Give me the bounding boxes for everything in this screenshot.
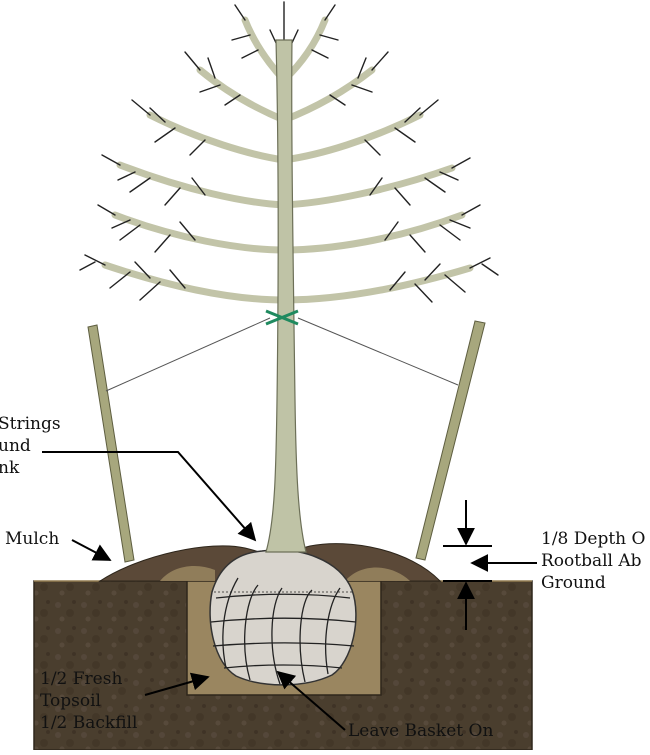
mulch-inner-left <box>160 565 215 581</box>
arrow-topsoil <box>144 672 210 696</box>
arrow-mulch <box>71 539 112 561</box>
stake-right <box>415 320 486 561</box>
guy-string-left <box>105 317 271 392</box>
label-basket: Leave Basket On <box>348 721 494 741</box>
label-depth: 1/8 Depth O Rootball Ab Ground <box>541 529 646 593</box>
depth-indicator <box>443 500 537 630</box>
mulch-inner-right <box>345 567 410 581</box>
trunk-tie-icon <box>265 309 299 326</box>
label-mulch: Mulch <box>5 529 60 549</box>
tree-trunk <box>265 39 307 553</box>
label-topsoil: 1/2 Fresh Topsoil 1/2 Backfill <box>40 669 138 733</box>
label-strings: Strings und nk <box>0 414 61 478</box>
stake-left <box>87 324 135 563</box>
arrow-basket <box>276 670 346 731</box>
guy-string-right <box>297 317 459 386</box>
wire-basket <box>210 577 357 685</box>
arrow-strings <box>42 451 257 542</box>
